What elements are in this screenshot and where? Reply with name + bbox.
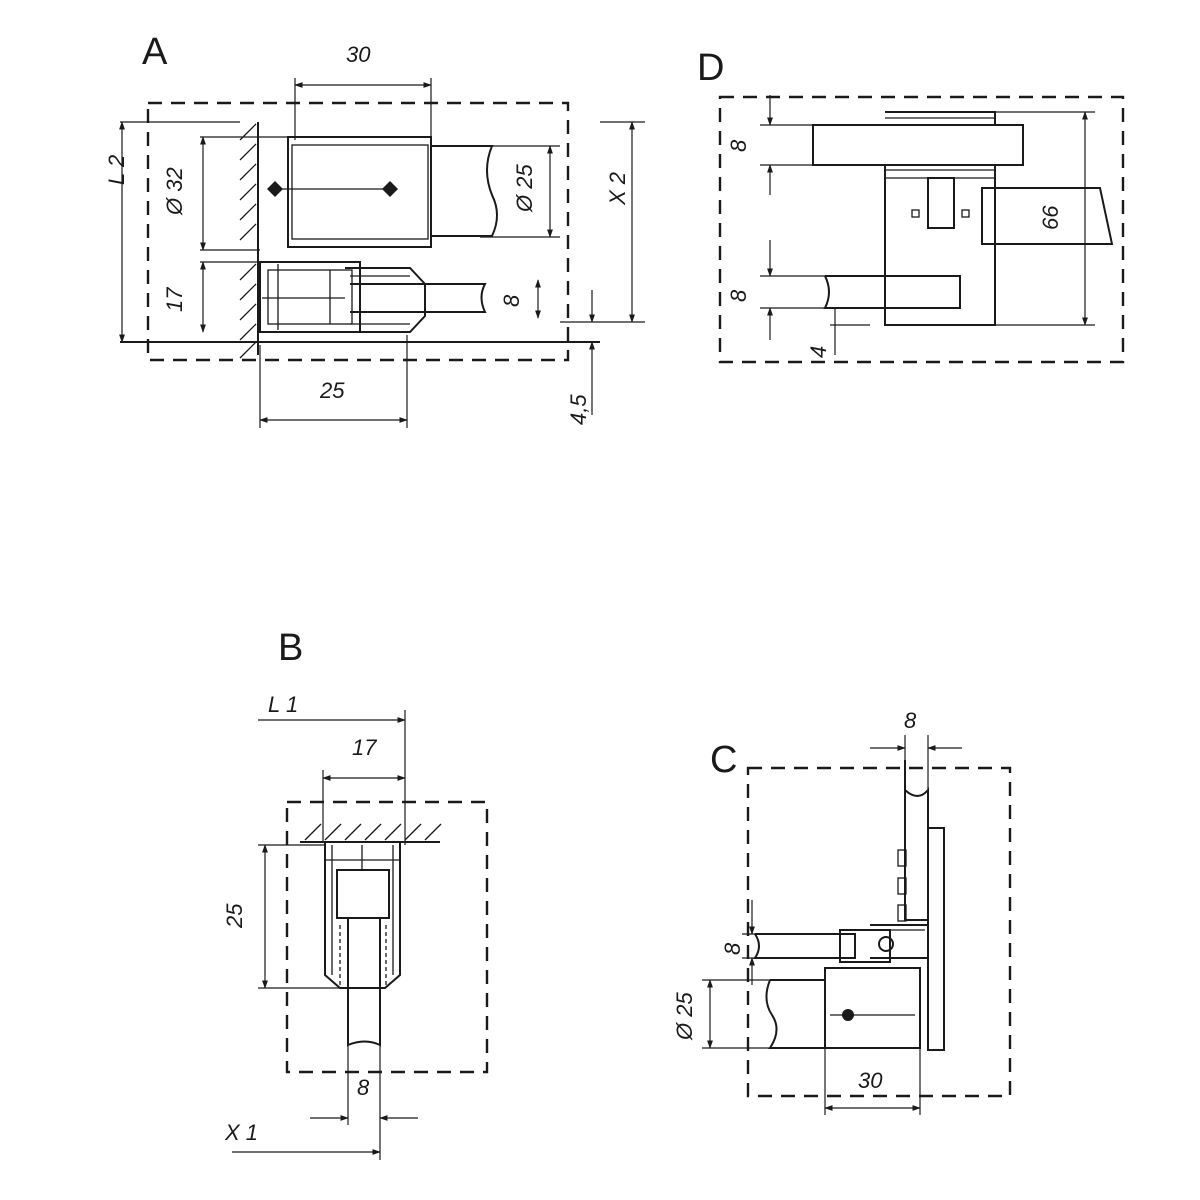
- view-a-label: A: [142, 31, 168, 73]
- view-b-clamp: [324, 842, 401, 1047]
- view-c-dim-30: 30: [824, 1048, 921, 1115]
- dim-text: X 2: [605, 172, 630, 206]
- dim-text: X 1: [224, 1120, 258, 1145]
- view-a-dim-4-5: 4,5: [560, 290, 600, 425]
- dim-text: 8: [720, 942, 745, 955]
- view-b-dim-17: 17: [322, 735, 406, 842]
- view-d: D 8: [697, 47, 1125, 364]
- view-c-label: C: [710, 739, 737, 781]
- dim-text: 8: [499, 294, 524, 307]
- view-a-dim-17: 17: [162, 261, 260, 333]
- dim-text: 17: [162, 287, 187, 312]
- view-a-dim-25: 25: [259, 335, 408, 428]
- view-c-frame: [746, 766, 1012, 1098]
- view-a-wall: [239, 122, 259, 359]
- view-a-dim-d32: Ø 32: [162, 136, 290, 251]
- dim-text: Ø 25: [672, 992, 697, 1041]
- dim-text: L 2: [104, 155, 129, 185]
- view-d-dim-66: 66: [995, 111, 1095, 326]
- view-b-dim-25: 25: [222, 844, 340, 989]
- view-b-frame: [285, 800, 489, 1074]
- view-a-dim-d25: Ø 25: [480, 145, 560, 238]
- view-c-dim-8-side: 8: [720, 900, 760, 985]
- dim-text: L 1: [268, 692, 298, 717]
- view-b-dim-x1: X 1: [224, 1120, 381, 1155]
- view-a: A: [104, 31, 645, 428]
- view-d-frame: [718, 95, 1125, 364]
- view-b-label: B: [278, 627, 303, 669]
- view-a-frame: [146, 101, 570, 362]
- dim-text: 8: [357, 1075, 370, 1100]
- view-a-dim-l2: L 2: [104, 121, 240, 343]
- screw-icon: [267, 181, 283, 197]
- view-d-dim-8-upper: 8: [726, 95, 812, 195]
- dim-text: 8: [726, 139, 751, 152]
- view-c-dim-8-top: 8: [870, 708, 962, 790]
- screw-icon: [842, 1009, 854, 1021]
- dim-text: 30: [346, 42, 371, 67]
- view-d-upper-glass: [812, 111, 1024, 171]
- view-c-horizontal-glass: [753, 924, 929, 963]
- screw-icon: [382, 181, 398, 197]
- view-b-dim-8: 8: [310, 1045, 418, 1160]
- view-c: C 8: [672, 708, 1012, 1115]
- view-a-tube-clamp: [267, 136, 498, 248]
- view-a-dim-x2: X 2: [600, 121, 645, 323]
- view-d-label: D: [697, 47, 724, 89]
- dim-text: 4,5: [566, 394, 591, 425]
- dim-text: 8: [904, 708, 917, 733]
- dim-text: 8: [726, 289, 751, 302]
- dim-text: Ø 32: [162, 167, 187, 216]
- view-b-dim-l1: L 1: [258, 692, 406, 845]
- dim-text: 25: [319, 378, 345, 403]
- view-d-dim-8-lower: 8: [726, 240, 825, 340]
- view-c-tube-clamp: [765, 967, 921, 1049]
- view-c-dim-d25: Ø 25: [672, 979, 770, 1049]
- view-a-dim-30: 30: [294, 42, 432, 140]
- view-b-ceiling: [300, 823, 442, 843]
- dim-text: 66: [1038, 205, 1063, 230]
- view-d-dim-4: 4: [806, 308, 870, 358]
- view-a-dim-8: 8: [499, 279, 541, 319]
- view-b: B L 1: [222, 627, 489, 1160]
- dim-text: Ø 25: [512, 164, 537, 213]
- dim-text: 30: [858, 1068, 883, 1093]
- view-a-glass-clamp: [259, 261, 487, 333]
- dim-text: 4: [806, 346, 831, 358]
- dim-text: 17: [352, 735, 377, 760]
- view-d-lower-glass: [823, 275, 961, 309]
- dim-text: 25: [222, 903, 247, 929]
- view-d-body: [884, 164, 1114, 326]
